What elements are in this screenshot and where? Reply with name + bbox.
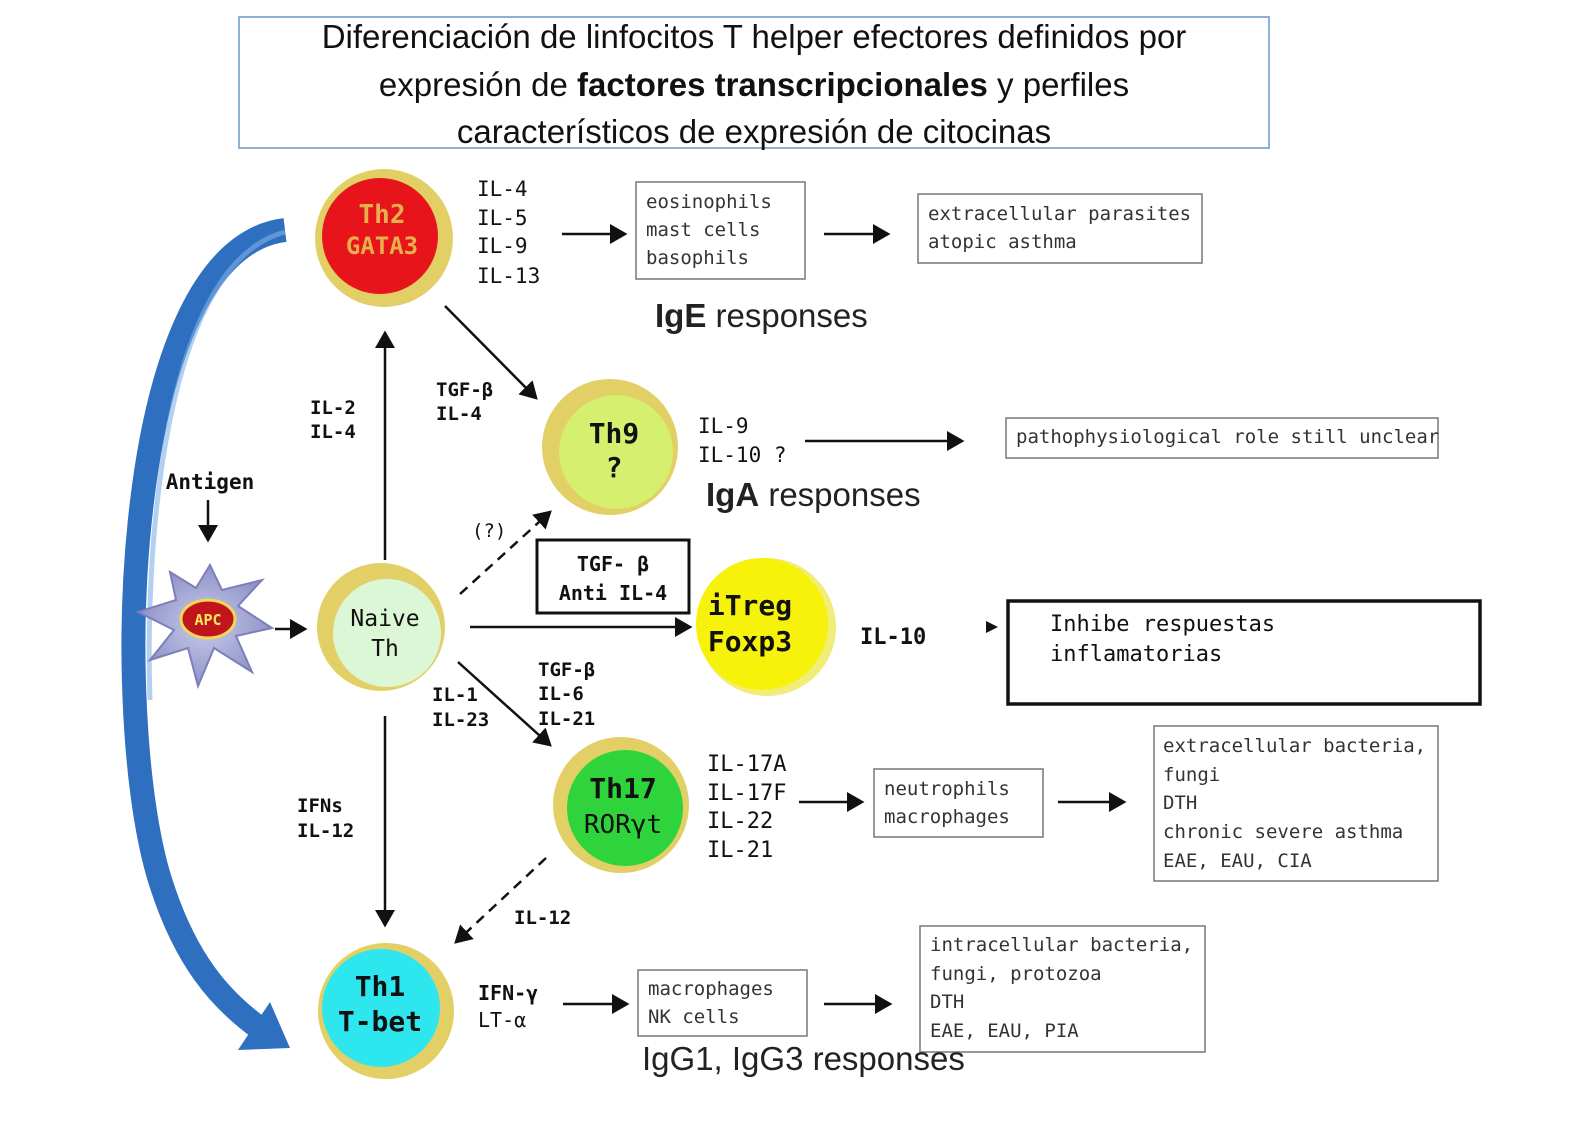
th17-cytokine-4: IL-21 [707,838,773,863]
big-curved-arrow-head [238,1002,290,1050]
th17-inducer-b-2: IL-23 [432,709,489,731]
itreg-outcome-box [1006,599,1482,706]
big-curved-arrow [121,218,288,1040]
th17-to-th1-dashed-arrow [454,857,547,944]
th9-label-2: ? [606,451,623,484]
th1-effector-box [637,969,808,1037]
th9-label-1: Th9 [589,417,640,450]
th9-inducer-1: TGF-β [436,379,493,401]
th1-cell [322,949,440,1067]
itreg-outcome-2: inflamatorias [1050,642,1222,667]
apc-nucleus [179,598,237,640]
naive-label-2: Th [371,636,399,662]
itreg-cytokine-arrow [986,621,998,633]
th17-inducer-a-1: TGF-β [538,659,595,681]
th9-outcome-box [1005,417,1439,459]
th2-outcome-2: atopic asthma [928,231,1077,253]
iga-responses-label: IgA responses [706,476,921,513]
th17-cell [567,750,683,866]
th1-outcome-3: DTH [930,991,964,1013]
apc-label: APC [194,611,221,629]
itreg-inducer-box [535,538,691,615]
th17-cytokine-1: IL-17A [707,752,786,777]
th9-cell [559,395,673,509]
th1-outcome-1: intracellular bacteria, [930,934,1193,956]
th2-to-th9-arrow [444,305,538,400]
th17-outcome-2: fungi [1163,764,1220,786]
th2-inducer-1: IL-2 [310,397,356,419]
itreg-label-2: Foxp3 [708,625,792,658]
th2-cell [322,178,438,294]
th17-outcome-4: chronic severe asthma [1163,821,1403,843]
th17-cytokine-3: IL-22 [707,809,773,834]
th1-outcome-2: fungi, protozoa [930,963,1102,985]
ige-responses-label: IgE responses [655,297,868,334]
title-line-3: característicos de expresión de citocina… [457,113,1051,150]
th2-inducer-2: IL-4 [310,421,356,443]
th17-effector-1: neutrophils [884,778,1010,800]
th17-cytokine-2: IL-17F [707,781,786,806]
itreg-inducer-2: Anti IL-4 [559,581,667,605]
naive-to-th17-arrow [457,661,552,747]
itreg-outcome-1: Inhibe respuestas [1050,612,1275,637]
th1-effector-2: NK cells [648,1006,740,1028]
th9-inducer-2: IL-4 [436,403,482,425]
igg-responses-label: IgG1, IgG3 responses [642,1040,965,1077]
th1-inducer-2: IL-12 [297,820,354,842]
th2-cytokine-2: IL-5 [477,206,528,230]
th17-outcome-box [1153,725,1439,882]
th2-label-1: Th2 [359,200,406,230]
title-line-2: expresión de factores transcripcionales … [379,66,1129,103]
th9-cytokine-1: IL-9 [698,414,749,438]
th9-uncertain-label: (?) [472,520,506,542]
itreg-inducer-1: TGF- β [577,552,649,576]
th2-cytokine-1: IL-4 [477,177,528,201]
th17-outcome-1: extracellular bacteria, [1163,735,1426,757]
th2-effector-1: eosinophils [646,191,772,213]
th17-outcome-3: DTH [1163,792,1197,814]
th2-outcome-box [917,193,1203,264]
naive-to-th9-dashed-arrow [459,510,552,595]
big-curved-arrow-highlight [146,229,286,701]
th2-outcome-1: extracellular parasites [928,203,1191,225]
th2-effector-3: basophils [646,247,749,269]
naive-label-1: Naive [350,606,419,632]
itreg-cell [696,558,828,690]
itreg-label-1: iTreg [708,589,792,622]
th1-inducer-1: IFNs [297,795,343,817]
th17-to-th1-label: IL-12 [514,907,571,929]
th17-inducer-a-2: IL-6 [538,683,584,705]
th17-label-1: Th17 [589,772,656,805]
th1-outcome-4: EAE, EAU, PIA [930,1020,1079,1042]
th17-inducer-a-3: IL-21 [538,708,595,730]
itreg-cytokine: IL-10 [860,625,926,650]
th2-cytokine-3: IL-9 [477,234,528,258]
th2-effector-2: mast cells [646,219,760,241]
th9-cytokine-2: IL-10 ? [698,443,787,467]
th17-inducer-b-1: IL-1 [432,684,478,706]
th2-effector-box [635,181,806,280]
th1-label-1: Th1 [355,970,406,1003]
th1-cytokine-1: IFN-γ [478,981,538,1005]
th17-outcome-5: EAE, EAU, CIA [1163,850,1312,872]
naive-cell [333,579,441,687]
antigen-label: Antigen [166,470,255,494]
title-box [238,16,1270,149]
title-line-1: Diferenciación de linfocitos T helper ef… [322,18,1187,55]
th9-outcome: pathophysiological role still unclear [1016,426,1439,448]
th17-label-2: RORγt [584,810,662,840]
th1-effector-1: macrophages [648,978,774,1000]
th1-outcome-box [919,925,1206,1053]
th2-cytokine-4: IL-13 [477,264,540,288]
th17-effector-box [873,768,1044,838]
th1-cytokine-2: LT-α [478,1008,526,1032]
th2-label-2: GATA3 [346,232,418,260]
th17-effector-2: macrophages [884,806,1010,828]
th1-label-2: T-bet [338,1005,422,1038]
